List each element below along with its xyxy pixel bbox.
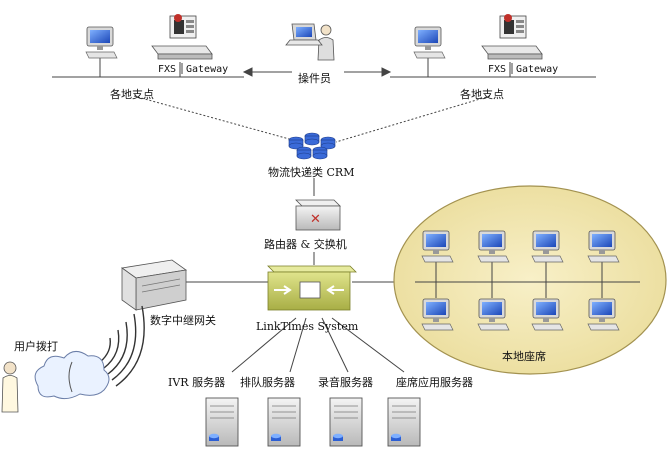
- seat-workstation: [477, 230, 510, 263]
- seat-workstation: [531, 298, 564, 331]
- cloud-icon: [34, 351, 110, 400]
- server-recording-icon: [329, 397, 363, 447]
- seat-workstation: [531, 230, 564, 263]
- server-recording-label: 录音服务器: [318, 375, 373, 389]
- linktimes-system-icon: [267, 265, 357, 311]
- trunk-gateway-label: 数字中继网关: [150, 313, 216, 327]
- branch-left-workstation: [85, 26, 118, 59]
- system-label: LinkTimes System: [256, 320, 359, 333]
- branch-right-gateway-label: Gateway: [516, 64, 558, 75]
- seat-workstation: [421, 230, 454, 263]
- server-seat-app-icon: [387, 397, 421, 447]
- branch-right-fxs-label: FXS: [488, 64, 506, 75]
- svg-text:✕: ✕: [310, 212, 321, 227]
- crm-database-icon: [288, 132, 336, 160]
- caller-icon: [1, 361, 19, 413]
- crm-label: 物流快递类 CRM: [268, 165, 354, 179]
- seat-workstation: [587, 230, 620, 263]
- router-label: 路由器 & 交换机: [264, 237, 347, 251]
- branch-right-workstation: [413, 26, 446, 59]
- branch-left-gateway-label: Gateway: [186, 64, 228, 75]
- seat-workstation: [477, 298, 510, 331]
- branch-left-fxs-label: FXS: [158, 64, 176, 75]
- server-ivr-icon: [205, 397, 239, 447]
- caller-label: 用户拨打: [14, 339, 58, 353]
- operator-label: 操件员: [298, 71, 331, 85]
- seat-workstation: [421, 298, 454, 331]
- server-ivr-label: IVR 服务器: [168, 376, 225, 389]
- server-queue-label: 排队服务器: [240, 375, 295, 389]
- branch-left-fxs-gateway-icon: [151, 13, 213, 60]
- server-queue-icon: [267, 397, 301, 447]
- branch-left-label: 各地支点: [110, 87, 154, 101]
- branch-right-label: 各地支点: [460, 87, 504, 101]
- local-seats-label: 本地座席: [502, 349, 546, 363]
- router-switch-icon: ✕: [295, 199, 341, 231]
- server-seat-app-label: 座席应用服务器: [396, 375, 473, 389]
- local-seat-area: [393, 185, 667, 375]
- branch-right-fxs-gateway-icon: [481, 13, 543, 60]
- operator-icon: [285, 23, 335, 61]
- seat-workstation: [587, 298, 620, 331]
- trunk-gateway-icon: [120, 259, 188, 311]
